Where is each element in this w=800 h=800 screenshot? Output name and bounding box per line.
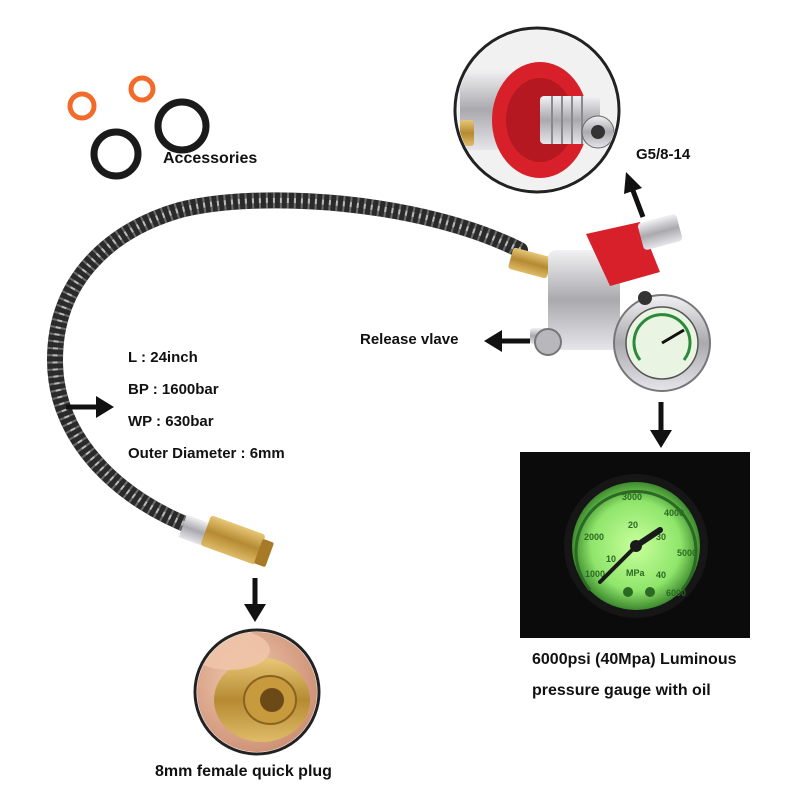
oring-orange-1 (67, 91, 97, 121)
accessories-label: Accessories (163, 150, 258, 167)
psi-tick-label: 5000 (677, 548, 697, 558)
hose-length-spec: L : 24inch (128, 349, 198, 366)
gauge-needle (598, 544, 638, 584)
quick-plug-fitting (178, 514, 274, 567)
mpa-tick-label: 10 (606, 554, 616, 564)
arrow-to-hose (66, 396, 114, 418)
hose-burst-pressure-spec: BP : 1600bar (128, 381, 219, 398)
plug-detail-circle (193, 628, 321, 756)
luminous-gauge-panel: 1000 2000 3000 4000 5000 6000 10 20 30 4… (520, 452, 750, 638)
gauge-unit-label: MPa (626, 568, 646, 578)
mpa-tick-label: 20 (628, 520, 638, 530)
oring-black-2 (154, 98, 210, 154)
accessories-orings (67, 75, 210, 180)
psi-tick-label: 6000 (666, 588, 686, 598)
release-valve-label: Release vlave (360, 331, 459, 348)
valve-block (548, 250, 620, 350)
arrow-release-valve (484, 330, 530, 352)
mpa-tick-label: 30 (656, 532, 666, 542)
hose-outer-diameter-spec: Outer Diameter : 6mm (128, 445, 285, 462)
thread-detail-circle (453, 26, 621, 194)
release-valve-knob (534, 328, 562, 356)
plug-caption: 8mm female quick plug (155, 763, 332, 780)
psi-tick-label: 2000 (584, 532, 604, 542)
mpa-tick-label: 40 (656, 570, 666, 580)
hose (46, 192, 528, 536)
hose-working-pressure-spec: WP : 630bar (128, 413, 214, 430)
oring-black-1 (90, 128, 142, 180)
oring-orange-2 (128, 75, 156, 103)
callout-arrows (66, 172, 672, 622)
arrow-to-plug (244, 578, 266, 622)
fill-station-body (508, 214, 711, 392)
gauge-caption-line2: pressure gauge with oil (532, 682, 711, 699)
gauge-caption-line1: 6000psi (40Mpa) Luminous (532, 651, 737, 668)
psi-tick-label: 3000 (622, 492, 642, 502)
psi-tick-label: 1000 (585, 569, 605, 579)
arrow-to-thread (624, 172, 646, 218)
arrow-to-gauge-panel (650, 402, 672, 448)
psi-tick-label: 4000 (664, 508, 684, 518)
thread-size-label: G5/8-14 (636, 146, 691, 163)
